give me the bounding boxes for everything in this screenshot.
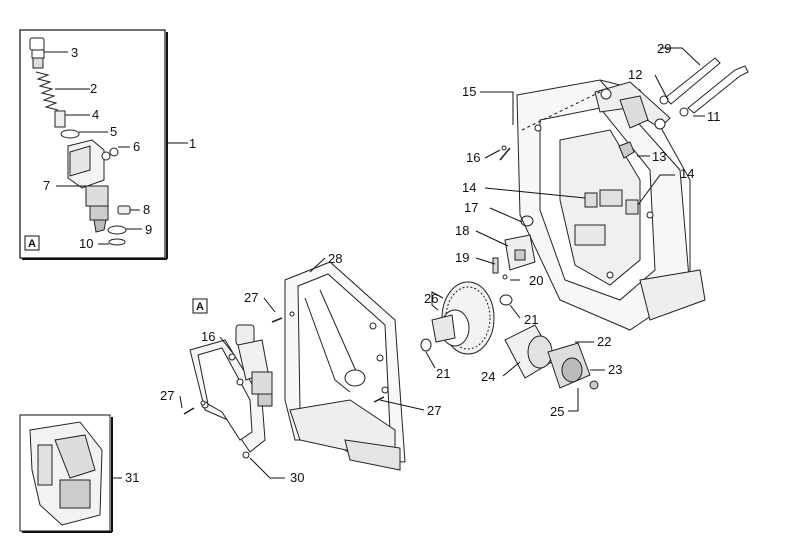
assembly-dashed-line [521, 91, 601, 131]
inset-box-complete-unit [19, 414, 113, 533]
callout-31: 31 [125, 470, 139, 485]
front-plate-drawing [284, 261, 406, 471]
callout-27a: 27 [244, 290, 258, 305]
inset-box-valve-assembly [19, 29, 168, 260]
callout-3: 3 [71, 45, 78, 60]
callout-28: 28 [328, 251, 342, 266]
valve-assembly-drawing [29, 37, 131, 246]
callout-6: 6 [133, 139, 140, 154]
callout-30: 30 [290, 470, 304, 485]
valve-cover-drawing [189, 324, 273, 459]
svg-text:A: A [28, 238, 36, 250]
callout-26: 26 [424, 291, 438, 306]
callout-23: 23 [608, 362, 622, 377]
callout-21b: 21 [436, 366, 450, 381]
complete-unit-drawing [29, 421, 103, 526]
callout-12: 12 [628, 67, 642, 82]
callout-20: 20 [529, 273, 543, 288]
callout-10: 10 [79, 236, 93, 251]
callout-7: 7 [43, 178, 50, 193]
gear-motor-drawing [420, 281, 599, 390]
small-parts-drawing [492, 145, 536, 280]
svg-text:A: A [196, 301, 204, 313]
inset-marker-a: A [24, 235, 40, 251]
callout-9: 9 [145, 222, 152, 237]
rear-frame-drawing [516, 79, 706, 331]
callout-14b: 14 [680, 166, 694, 181]
callout-5: 5 [110, 124, 117, 139]
callout-16a: 16 [466, 150, 480, 165]
main-leaders [112, 47, 705, 479]
callout-1: 1 [189, 136, 196, 151]
callout-27c: 27 [427, 403, 441, 418]
callout-2: 2 [90, 81, 97, 96]
callout-4: 4 [92, 107, 99, 122]
callout-29: 29 [657, 41, 671, 56]
inset-leaders [44, 51, 188, 245]
callout-18: 18 [455, 223, 469, 238]
callout-labels: 1 2 3 4 5 6 7 8 9 10 11 12 13 14 14 15 1… [43, 41, 721, 485]
callout-24: 24 [481, 369, 495, 384]
callout-22: 22 [597, 334, 611, 349]
callout-11: 11 [707, 109, 721, 124]
callout-8: 8 [143, 202, 150, 217]
callout-16b: 16 [201, 329, 215, 344]
callout-14a: 14 [462, 180, 476, 195]
callout-13: 13 [652, 149, 666, 164]
callout-25: 25 [550, 404, 564, 419]
callout-19: 19 [455, 250, 469, 265]
tube-parts-drawing [584, 57, 749, 215]
callout-21a: 21 [524, 312, 538, 327]
screws-drawing [183, 147, 511, 415]
callout-27b: 27 [160, 388, 174, 403]
marker-a: A [192, 298, 208, 314]
callout-15: 15 [462, 84, 476, 99]
callout-17: 17 [464, 200, 478, 215]
